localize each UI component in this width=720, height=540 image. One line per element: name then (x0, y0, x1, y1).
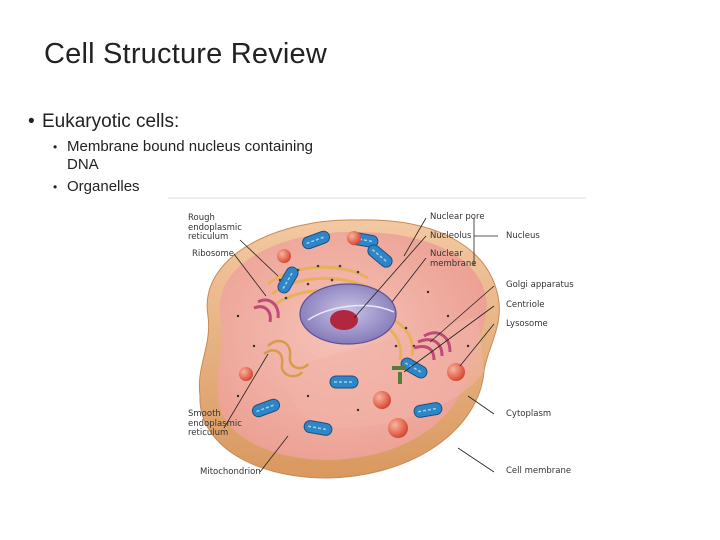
label-nuclear-membrane: Nuclear membrane (430, 249, 477, 269)
smooth-er-shape (263, 339, 309, 378)
sub-bullet-item: • Organelles (53, 178, 347, 196)
nucleolus-shape (330, 310, 358, 330)
lysosome-shapes (239, 231, 465, 438)
ribosome-dots (236, 290, 470, 412)
label-cell-membrane: Cell membrane (506, 466, 572, 476)
slide-title: Cell Structure Review (44, 38, 328, 70)
label-rough-er: Rough endoplasmic reticulum (188, 213, 242, 242)
sub-bullet-list: • Membrane bound nucleus containing DNA •… (28, 138, 347, 196)
animal-cell-diagram: Rough endoplasmic reticulum Ribosome Smo… (168, 196, 586, 482)
golgi-shape (413, 331, 452, 361)
label-golgi: Golgi apparatus (506, 280, 574, 290)
bullet-list: • Eukaryotic cells: • Membrane bound nucle… (28, 110, 347, 196)
sub-bullet-text: Organelles (67, 178, 140, 195)
mitochondria-shapes (251, 230, 443, 436)
label-ribosome: Ribosome (192, 249, 235, 259)
label-centriole: Centriole (506, 300, 545, 310)
centriole-shape (392, 366, 406, 384)
bullet-dot-icon: • (28, 111, 35, 132)
sub-bullet-dot-icon: • (53, 180, 58, 194)
label-nuclear-pore: Nuclear pore (430, 212, 485, 222)
sub-bullet-text: Membrane bound nucleus containing DNA (67, 138, 313, 173)
label-smooth-er: Smooth endoplasmic reticulum (188, 409, 242, 438)
label-lysosome: Lysosome (506, 319, 548, 329)
bullet-text: Eukaryotic cells: (42, 111, 180, 132)
label-nucleus: Nucleus (506, 231, 540, 241)
leader-lines (223, 217, 498, 473)
label-mitochondrion: Mitochondrion (200, 467, 261, 477)
label-cytoplasm: Cytoplasm (506, 409, 552, 419)
sub-bullet-item: • Membrane bound nucleus containing DNA (53, 138, 347, 174)
label-nucleolus: Nucleolus (430, 231, 472, 241)
cell-illustration (168, 197, 586, 479)
sub-bullet-dot-icon: • (53, 140, 58, 154)
bullet-item: • Eukaryotic cells: • Membrane bound nucle… (28, 110, 347, 196)
